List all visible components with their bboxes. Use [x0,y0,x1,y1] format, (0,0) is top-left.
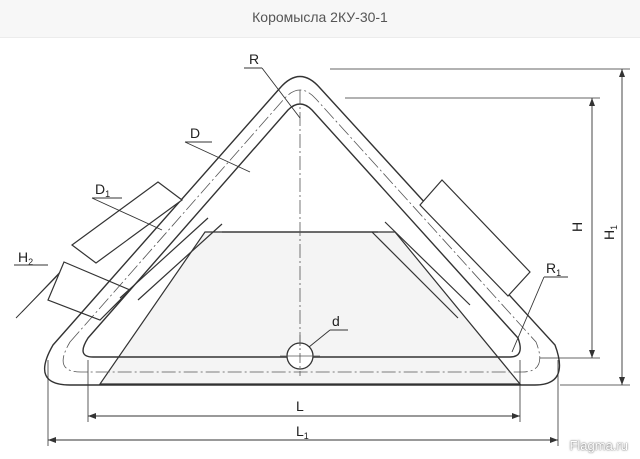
arrow-h1-bottom [619,377,625,385]
dim-d-label: D [190,125,200,141]
dim-hole-label: d [332,313,340,329]
dim-h2-sub: 2 [28,257,33,267]
dim-r-label: R [249,51,259,67]
dim-l1-main: L [296,423,304,439]
dim-d1-sub: 1 [105,189,110,199]
left-sleeve-line-2 [137,223,223,301]
arrow-h1-top [619,69,625,77]
title-bar: Коромысла 2КУ-30-1 [0,0,640,38]
page-title: Коромысла 2КУ-30-1 [252,9,388,25]
dim-l-label: L [296,398,304,414]
dim-l1-label: L1 [296,423,309,441]
arrowheads [48,69,625,443]
dim-l1-sub: 1 [304,431,309,441]
right-sleeve-line [384,221,471,306]
dim-h2-line [21,271,61,313]
left-sleeve [70,181,184,264]
dim-h1-sub: 1 [609,225,619,230]
arrow-h-top [589,98,595,106]
dim-h1-main: H [601,230,617,240]
left-sleeve-line [119,217,209,299]
right-sleeve [419,179,531,297]
outer-rod [43,75,561,386]
right-sleeve-line-2 [371,231,459,319]
watermark: Flagma.ru [569,438,628,453]
inner-rod [82,103,521,358]
arrow-l1-right [550,437,558,443]
arrow-l1-left [48,437,56,443]
arrow-h-bottom [589,350,595,358]
dim-d1-label: D1 [95,181,110,199]
dim-h-label: H [569,222,585,232]
dim-r1-main: R [546,260,556,276]
arrow-l-right [512,413,520,419]
dim-h2-main: H [18,249,28,265]
dim-r1-sub: 1 [556,268,561,278]
rod-centerline [62,89,541,373]
dim-d-leader [184,141,251,173]
left-sleeve-lower [47,261,132,321]
arrow-l-left [88,413,96,419]
dim-r-leader [261,67,301,119]
dim-hole-leader [308,329,331,348]
dim-r1-leader [511,276,545,353]
dim-r1-label: R1 [546,260,561,278]
dim-h2-label: H2 [18,249,33,267]
dim-d1-leader [91,197,163,231]
dim-d1-main: D [95,181,105,197]
dim-h1-label: H1 [601,225,619,240]
